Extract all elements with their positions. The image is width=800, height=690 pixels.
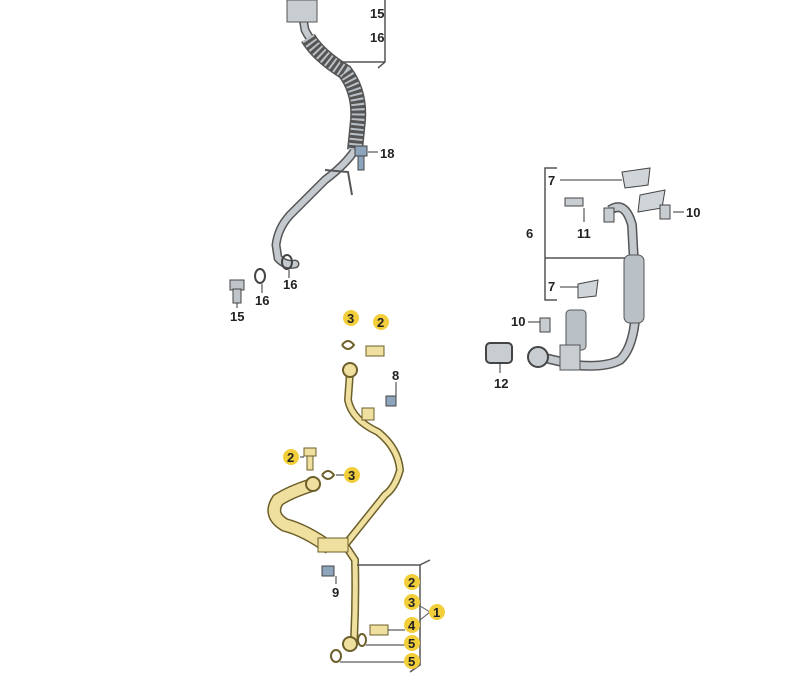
- upper-oil-line: [271, 0, 386, 269]
- label-16-top: 16: [370, 30, 384, 45]
- label-16-left-a: 16: [255, 293, 269, 308]
- label-2-b: 2: [287, 450, 294, 465]
- label-12: 12: [494, 376, 508, 391]
- label-1: 1: [433, 605, 440, 620]
- right-oil-line: [485, 167, 684, 373]
- label-18: 18: [380, 146, 394, 161]
- label-5-b: 5: [408, 654, 415, 669]
- label-16-left-b: 16: [283, 277, 297, 292]
- label-7-lower: 7: [548, 279, 555, 294]
- bolt-15-icon: [229, 279, 245, 304]
- label-15-left: 15: [230, 309, 244, 324]
- seal-ring-icon: [281, 254, 293, 270]
- label-6: 6: [526, 226, 533, 241]
- callouts-highlighted: 3 2 8 2 3 9 2 3 1 4 5 5: [283, 310, 445, 669]
- label-9: 9: [332, 585, 339, 600]
- label-7-upper: 7: [548, 173, 555, 188]
- label-2-a: 2: [377, 315, 384, 330]
- highlighted-oil-line: [267, 340, 431, 673]
- seal-ring-icon: [254, 268, 266, 284]
- label-10-right: 10: [686, 205, 700, 220]
- label-11: 11: [577, 226, 591, 241]
- label-5-a: 5: [408, 636, 415, 651]
- label-8: 8: [392, 368, 399, 383]
- bolt-18-icon: [354, 145, 378, 171]
- label-3-a: 3: [347, 311, 354, 326]
- label-10-left: 10: [511, 314, 525, 329]
- label-2-c: 2: [408, 575, 415, 590]
- label-3-b: 3: [348, 468, 355, 483]
- label-3-c: 3: [408, 595, 415, 610]
- label-15-top: 15: [370, 6, 384, 21]
- label-4: 4: [408, 618, 416, 633]
